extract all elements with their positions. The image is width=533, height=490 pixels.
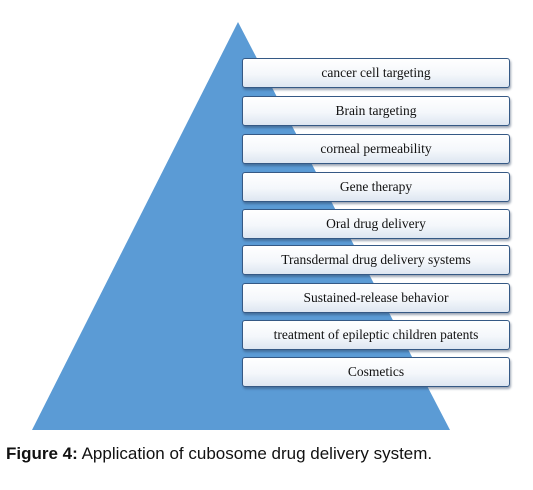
- layer-label: Sustained-release behavior: [303, 290, 449, 305]
- figure-caption: Figure 4: Application of cubosome drug d…: [6, 444, 432, 464]
- layer-label: Brain targeting: [335, 103, 417, 118]
- layer-box-brain-targeting: Brain targeting: [242, 96, 510, 126]
- layer-box-cosmetics: Cosmetics: [242, 357, 510, 387]
- layer-label: Cosmetics: [347, 364, 405, 379]
- layer-label: corneal permeability: [320, 141, 432, 156]
- layer-box-sustained-release: Sustained-release behavior: [242, 283, 510, 313]
- layer-label: treatment of epileptic children patents: [273, 327, 479, 342]
- layer-label: Oral drug delivery: [326, 216, 426, 231]
- layer-box-gene-therapy: Gene therapy: [242, 172, 510, 202]
- layer-box-epileptic-children: treatment of epileptic children patents: [242, 320, 510, 350]
- caption-text: Application of cubosome drug delivery sy…: [77, 444, 433, 463]
- layer-box-corneal-permeability: corneal permeability: [242, 134, 510, 164]
- layer-box-cancer-cell-targeting: cancer cell targeting: [242, 58, 510, 88]
- caption-label: Figure 4:: [6, 444, 78, 463]
- layer-box-oral-drug-delivery: Oral drug delivery: [242, 209, 510, 239]
- layer-box-transdermal-drug-delivery: Transdermal drug delivery systems: [242, 245, 510, 275]
- layer-label: Transdermal drug delivery systems: [281, 252, 471, 267]
- layer-label: Gene therapy: [339, 179, 413, 194]
- layer-label: cancer cell targeting: [321, 65, 431, 80]
- pyramid-diagram: cancer cell targeting Brain targeting co…: [32, 22, 510, 430]
